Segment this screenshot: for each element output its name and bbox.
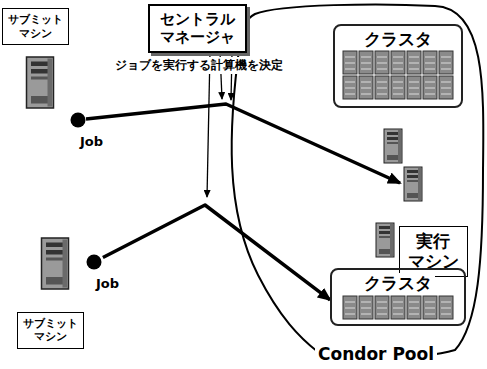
- annotation-label: ジョブを実行する計算機を決定: [113, 57, 285, 74]
- rack-row: [342, 295, 454, 320]
- job-dot: [71, 113, 86, 128]
- submit-server-icon: [42, 238, 69, 289]
- node-text: Job: [96, 276, 119, 291]
- server-icon: [384, 129, 402, 163]
- node-text: Job: [80, 134, 103, 149]
- job-node: Job: [70, 112, 110, 148]
- job-node: Job: [86, 254, 126, 290]
- node-text: セントラル マネージャ: [154, 11, 241, 46]
- node-text: Condor Pool: [315, 344, 437, 364]
- execute-server-icon: [376, 223, 394, 257]
- cluster-box: クラスタ: [330, 268, 466, 326]
- execute-server-icon: [404, 167, 422, 201]
- node-text: クラスタ: [361, 29, 435, 49]
- pool-outline: [230, 0, 485, 369]
- submit-machine-label: サブミット マシン: [17, 312, 84, 349]
- node-text: サブミット マシン: [21, 317, 80, 343]
- job-flow-arrow: [86, 104, 400, 183]
- node-text: クラスタ: [361, 273, 435, 293]
- submit-server-icon: [27, 57, 54, 108]
- job-dot: [87, 255, 102, 270]
- submit-machine-label: サブミット マシン: [2, 8, 69, 45]
- condor-pool-region: Condor Poolクラスタ実行 マシンクラスタ: [230, 0, 485, 369]
- job-flow-arrow: [103, 205, 330, 300]
- central-manager-box: セントラル マネージャ: [148, 4, 247, 53]
- node-text: 実行 マシン: [403, 231, 464, 272]
- node-text: サブミット マシン: [6, 13, 65, 39]
- rack-row: [342, 50, 454, 100]
- cluster-box: クラスタ: [333, 24, 463, 108]
